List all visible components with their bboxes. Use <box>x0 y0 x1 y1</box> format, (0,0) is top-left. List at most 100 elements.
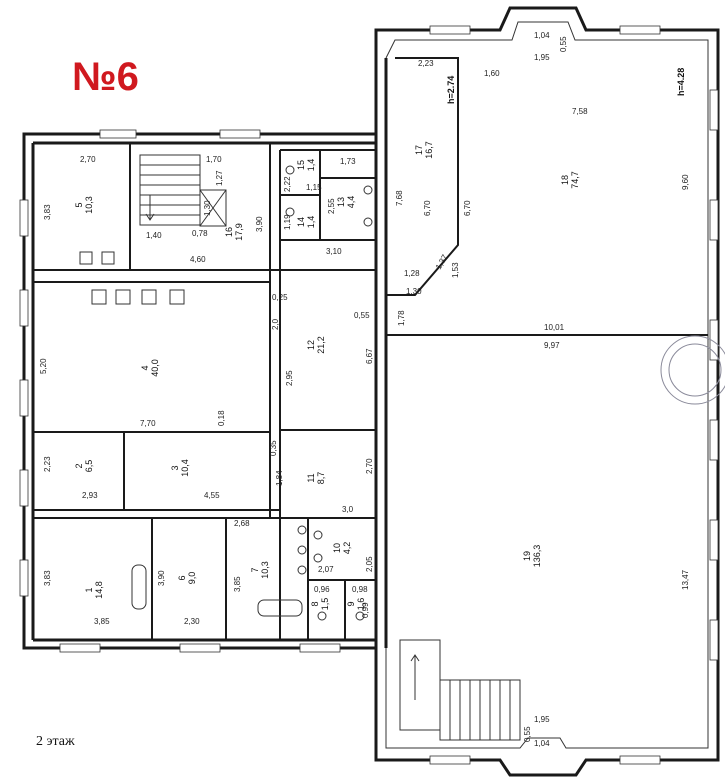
room-13-number: 13 <box>336 197 346 207</box>
height-room18: h=4.28 <box>676 68 686 96</box>
dimension: 0,98 <box>352 585 368 594</box>
room-15-area: 1,4 <box>306 159 316 172</box>
dimension: 1,04 <box>534 31 550 40</box>
dimension: 1,78 <box>397 310 406 326</box>
dimension: 1,73 <box>340 157 356 166</box>
dimension: 1,60 <box>484 69 500 78</box>
dimension: 0,78 <box>192 229 208 238</box>
dimension: 0,55 <box>354 311 370 320</box>
room-14-number: 14 <box>296 217 306 227</box>
room-5-area: 10,3 <box>84 196 94 214</box>
dimension: 3,10 <box>326 247 342 256</box>
dimension: 1,95 <box>534 715 550 724</box>
dimension: 2,22 <box>283 176 292 192</box>
stove-icon <box>91 289 185 305</box>
dimension: 1,28 <box>404 269 420 278</box>
windows <box>19 25 719 765</box>
room-7-area: 10,3 <box>260 561 270 579</box>
dimension: 2,68 <box>234 519 250 528</box>
dimension: 0,96 <box>314 585 330 594</box>
dimension: 2,55 <box>327 198 336 214</box>
room-19-area: 136,3 <box>532 545 542 568</box>
bathtub-icon <box>131 564 147 610</box>
dimension: 1,30 <box>203 200 212 216</box>
room-2-area: 6,5 <box>84 460 94 473</box>
room-7-number: 7 <box>250 567 260 572</box>
stairs-right <box>399 639 521 741</box>
room-16-number: 16 <box>224 227 234 237</box>
dimension: 2,05 <box>365 556 374 572</box>
dimension: 4,60 <box>190 255 206 264</box>
plan-number-title: №6 <box>72 55 139 99</box>
fixtures <box>79 165 373 621</box>
room-1-number: 1 <box>84 587 94 592</box>
dimension: 0,55 <box>559 36 568 52</box>
toilet-icon-2 <box>285 207 295 217</box>
dimension: 3,83 <box>43 570 52 586</box>
room-9-area: 1,6 <box>356 598 366 611</box>
dimension: 1,84 <box>275 470 284 486</box>
dimension: 1,15 <box>306 183 322 192</box>
dimension: 2,23 <box>418 59 434 68</box>
room-10-number: 10 <box>332 543 342 553</box>
room-11-area: 8,7 <box>316 472 326 485</box>
dimension: 3,85 <box>94 617 110 626</box>
room-8-area: 1,5 <box>320 598 330 611</box>
dimension: 1,30 <box>406 287 422 296</box>
room-13-area: 4,4 <box>346 196 356 209</box>
dimension: 6,70 <box>463 200 472 216</box>
room-18-number: 18 <box>560 175 570 185</box>
dimension: 3,0 <box>342 505 354 514</box>
toilet-icon-3 <box>317 611 327 621</box>
dimension: 2,93 <box>82 491 98 500</box>
room-2-number: 2 <box>74 463 84 468</box>
room-17-number: 17 <box>414 145 424 155</box>
dimension: 1,70 <box>206 155 222 164</box>
room-4-area: 40,0 <box>150 359 160 377</box>
dimension: 3,90 <box>255 216 264 232</box>
dimension: 7,68 <box>395 190 404 206</box>
dimension: 3,90 <box>157 570 166 586</box>
dimension: 10,01 <box>544 323 565 332</box>
dimension: 2,95 <box>285 370 294 386</box>
dimension: 1,53 <box>451 262 460 278</box>
dimension: 0,35 <box>269 440 278 456</box>
toilet-icon-4 <box>355 611 365 621</box>
dimension: 3,85 <box>233 576 242 592</box>
dimension: 2,0 <box>271 318 280 330</box>
room-3-area: 10,4 <box>180 459 190 477</box>
room-12-number: 12 <box>306 340 316 350</box>
dimension: 1,04 <box>534 739 550 748</box>
dimension-labels: 2,70 3,83 1,70 1,27 1,30 0,78 1,40 3,90 … <box>39 31 690 748</box>
dimension: 7,58 <box>572 107 588 116</box>
room-3-number: 3 <box>170 465 180 470</box>
room-1-area: 14,8 <box>94 581 104 599</box>
room-5-number: 5 <box>74 202 84 207</box>
dimension: 9,97 <box>544 341 560 350</box>
interior-partitions <box>33 57 708 648</box>
room-12-area: 21,2 <box>316 336 326 354</box>
dimension: 1,27 <box>215 170 224 186</box>
dimension: 1,40 <box>146 231 162 240</box>
room-9-number: 9 <box>346 601 356 606</box>
dimension: 3,83 <box>43 204 52 220</box>
bathtub-icon-2 <box>257 599 303 617</box>
dimension: 2,07 <box>318 565 334 574</box>
dimension: 0,55 <box>523 726 532 742</box>
right-hall-outer-wall <box>374 6 720 777</box>
room-18-area: 74,7 <box>570 171 580 189</box>
dimension: 2,70 <box>80 155 96 164</box>
toilet-icon <box>285 165 295 175</box>
room-10-area: 4,2 <box>342 542 352 555</box>
dimension: 7,70 <box>140 419 156 428</box>
dimension: 2,70 <box>365 458 374 474</box>
stairs-left <box>139 154 227 227</box>
dimension: 0,18 <box>217 410 226 426</box>
dimension: 4,55 <box>204 491 220 500</box>
dimension: 9,60 <box>681 174 690 190</box>
dimension: 6,67 <box>365 348 374 364</box>
dimension: 2,30 <box>184 617 200 626</box>
dimension: 0,99 <box>361 602 370 618</box>
